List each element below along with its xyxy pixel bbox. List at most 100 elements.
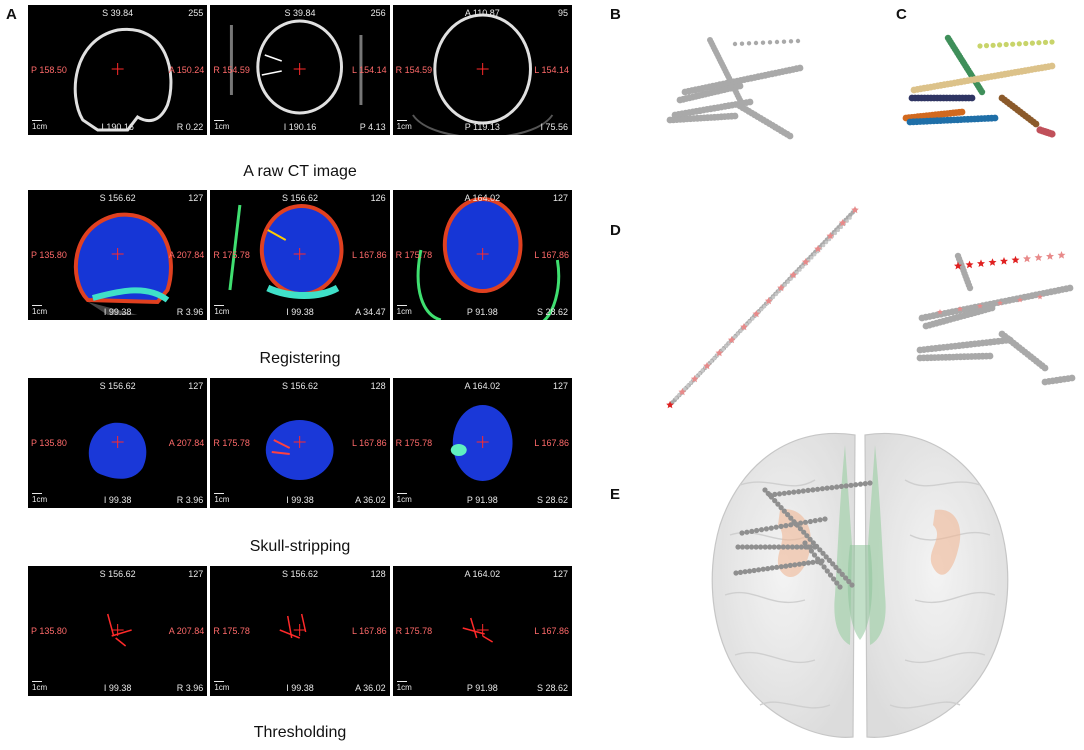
orientation-label-bottom: I 99.38 xyxy=(103,683,132,693)
panel-label-c: C xyxy=(896,6,907,23)
orientation-label-top: S 156.62 xyxy=(281,569,318,579)
orientation-label-bottom-right: P 4.13 xyxy=(359,122,386,132)
orientation-label-scale: 1cm xyxy=(214,493,230,504)
orientation-label-left: R 154.59 xyxy=(395,65,433,75)
contact-star-icon xyxy=(957,306,963,312)
electrode-contact xyxy=(810,559,816,565)
contact-star-icon xyxy=(690,375,699,383)
electrode-contact xyxy=(791,489,797,495)
gyrus-line xyxy=(734,651,816,664)
electrode-contact xyxy=(990,42,996,48)
electrode-contact xyxy=(857,481,864,487)
contact-point xyxy=(774,292,779,297)
orientation-label-bottom-right: A 36.02 xyxy=(355,495,386,505)
contact-star-icon xyxy=(777,284,785,292)
contact-point xyxy=(753,40,759,46)
electrode-contact xyxy=(804,533,810,539)
electrode-contact xyxy=(744,529,750,535)
electrode-contact xyxy=(822,516,828,522)
electrode-contact xyxy=(788,522,794,528)
orientation-label-left: R 154.59 xyxy=(213,65,250,75)
contact-star-icon xyxy=(715,349,724,357)
contact-point xyxy=(988,304,996,312)
orientation-label-corner: 127 xyxy=(552,569,568,579)
electrode-contact xyxy=(776,491,783,497)
contact-point xyxy=(683,387,687,391)
contact-point xyxy=(1041,364,1049,372)
electrode-contact xyxy=(824,485,830,491)
contact-point xyxy=(796,64,804,72)
orientation-label-top: S 156.62 xyxy=(99,193,136,203)
orientation-label-top: S 156.62 xyxy=(99,569,136,579)
electrode-contact xyxy=(775,501,781,507)
panel-e-brain-rendering xyxy=(711,433,1009,738)
orientation-label-left: R 175.78 xyxy=(213,626,250,636)
contact-point xyxy=(694,374,699,379)
contact-point xyxy=(747,319,752,324)
orientation-label-right: L 167.86 xyxy=(534,626,569,636)
contact-point xyxy=(821,243,826,248)
electrode-contact xyxy=(819,486,825,492)
orientation-label-right: A 207.84 xyxy=(168,626,205,636)
orientation-label-right: A 207.84 xyxy=(168,250,205,260)
crosshair-icon xyxy=(294,624,306,636)
electrode-contact xyxy=(1023,40,1029,47)
orientation-label-right: L 167.86 xyxy=(351,250,387,260)
orientation-label-scale: 1cm xyxy=(32,681,48,692)
contact-point xyxy=(739,41,745,46)
electrode-contact xyxy=(751,567,757,574)
orientation-label-scale: 1cm xyxy=(396,493,412,504)
electrode-contact xyxy=(785,544,791,550)
contact-point xyxy=(774,39,780,45)
electrode-contact xyxy=(767,544,773,550)
electrode-contact xyxy=(737,569,744,575)
orientation-label-top: S 156.62 xyxy=(281,193,318,203)
electrode-contact xyxy=(789,544,795,550)
electrode-contact xyxy=(800,488,806,494)
orientation-label-bottom: I 190.16 xyxy=(101,122,134,132)
orientation-label-bottom-right: R 3.96 xyxy=(176,307,204,317)
orientation-label-corner: 128 xyxy=(370,569,386,579)
electrode-contact xyxy=(815,486,821,492)
contact-point xyxy=(760,40,766,45)
electrode-contact xyxy=(739,544,746,550)
electrode-contact xyxy=(843,575,849,581)
contact-star-icon xyxy=(727,336,736,344)
orientation-label-scale: 1cm xyxy=(32,305,48,316)
orientation-label-scale: 1cm xyxy=(214,681,230,692)
crosshair-icon xyxy=(476,436,489,448)
electrode-contact xyxy=(781,490,787,496)
contact-star-icon xyxy=(965,260,974,269)
electrode-contact xyxy=(830,561,836,567)
electrode-contact xyxy=(802,519,809,525)
orientation-label-right: L 167.86 xyxy=(534,250,569,260)
contact-star-icon xyxy=(838,219,847,227)
electrode-contact xyxy=(826,557,832,563)
orientation-label-bottom-right: S 28.62 xyxy=(536,495,568,505)
contact-star-icon xyxy=(954,261,962,270)
electrode-contact xyxy=(810,487,816,493)
brain-hemisphere-left xyxy=(711,433,856,738)
orientation-label-corner: 127 xyxy=(188,381,204,391)
gyrus-line xyxy=(904,651,986,664)
electrode-contact xyxy=(829,485,835,491)
electrode-contact xyxy=(991,114,999,122)
electrode-contact xyxy=(1016,41,1022,47)
orientation-label-bottom: I 99.38 xyxy=(286,495,314,505)
electrode-contact xyxy=(867,480,873,486)
stage-caption: A raw CT image xyxy=(243,163,357,180)
contact-star-icon xyxy=(752,310,761,318)
contact-star-icon xyxy=(666,401,674,409)
